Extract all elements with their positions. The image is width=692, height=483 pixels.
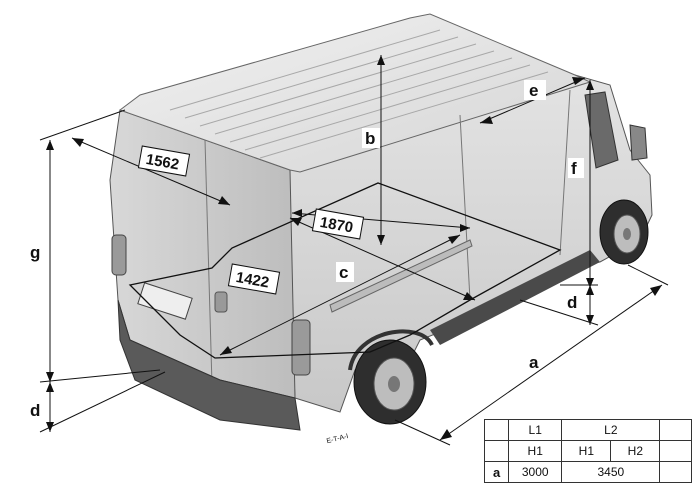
rear-wheel: [353, 339, 427, 425]
cab-window: [584, 91, 619, 169]
table-extra-cell-2: [659, 440, 692, 462]
table-corner-cell-2: [483, 440, 510, 462]
table-column-l1: L1: [508, 419, 563, 441]
rear-door-split: [204, 139, 213, 386]
table-subheader-row: H1 H1 H2: [483, 440, 692, 462]
dimension-table: L1 L2 H1 H1 H2 a 3000 3450: [483, 419, 692, 483]
side-rub-strip: [329, 239, 473, 313]
table-corner-cell: [483, 419, 510, 441]
front-door-line: [559, 89, 571, 256]
rear-width-value: 1562: [145, 151, 181, 174]
dimension-label-c: c: [339, 263, 348, 282]
table-extra-cell: [659, 419, 692, 441]
table-row-label: a: [483, 461, 510, 483]
credit-mark: E-T-A-I: [326, 433, 349, 445]
front-wheel: [599, 199, 649, 265]
license-plate: [137, 282, 193, 320]
tail-light-left: [111, 234, 127, 276]
wheelarch-width-box: [227, 263, 281, 295]
table-row: a 3000 3450: [483, 461, 692, 483]
sliding-door-line: [459, 114, 471, 301]
roof-ribs: [169, 29, 549, 159]
wheelarch-width-value: 1422: [235, 269, 271, 292]
cargo-width-box: [311, 208, 365, 240]
table-subcolumn-h2: H2: [610, 440, 661, 462]
label-c-bg: [336, 262, 354, 282]
dimension-label-e: e: [529, 81, 538, 100]
dimension-label-d-rear: d: [30, 401, 40, 420]
dimension-label-f: f: [571, 159, 577, 178]
dimension-label-a: a: [529, 353, 539, 372]
dimension-label-g: g: [30, 243, 40, 262]
table-subcolumn-h1-b: H1: [561, 440, 612, 462]
table-cell-l2: 3450: [561, 461, 661, 483]
van-roof: [118, 13, 592, 173]
side-mirror: [629, 124, 648, 161]
dimension-label-b: b: [365, 129, 375, 148]
rear-wheel-arch: [348, 329, 434, 371]
side-sill: [430, 250, 600, 345]
label-e-bg: [524, 80, 546, 100]
dimension-arrowheads: [46, 55, 662, 440]
table-extra-cell-3: [659, 461, 692, 483]
label-b-bg: [362, 128, 380, 148]
table-header-row: L1 L2: [483, 419, 692, 441]
table-subcolumn-h1-a: H1: [508, 440, 563, 462]
rear-bumper: [117, 299, 301, 431]
rear-door-handle: [214, 291, 228, 313]
rear-width-box: [137, 145, 191, 177]
dimension-label-d-front: d: [567, 293, 577, 312]
table-cell-l1: 3000: [508, 461, 563, 483]
cargo-width-value: 1870: [319, 214, 355, 237]
tail-light-right: [291, 319, 311, 376]
label-f-bg: [568, 158, 584, 178]
table-column-l2: L2: [561, 419, 661, 441]
